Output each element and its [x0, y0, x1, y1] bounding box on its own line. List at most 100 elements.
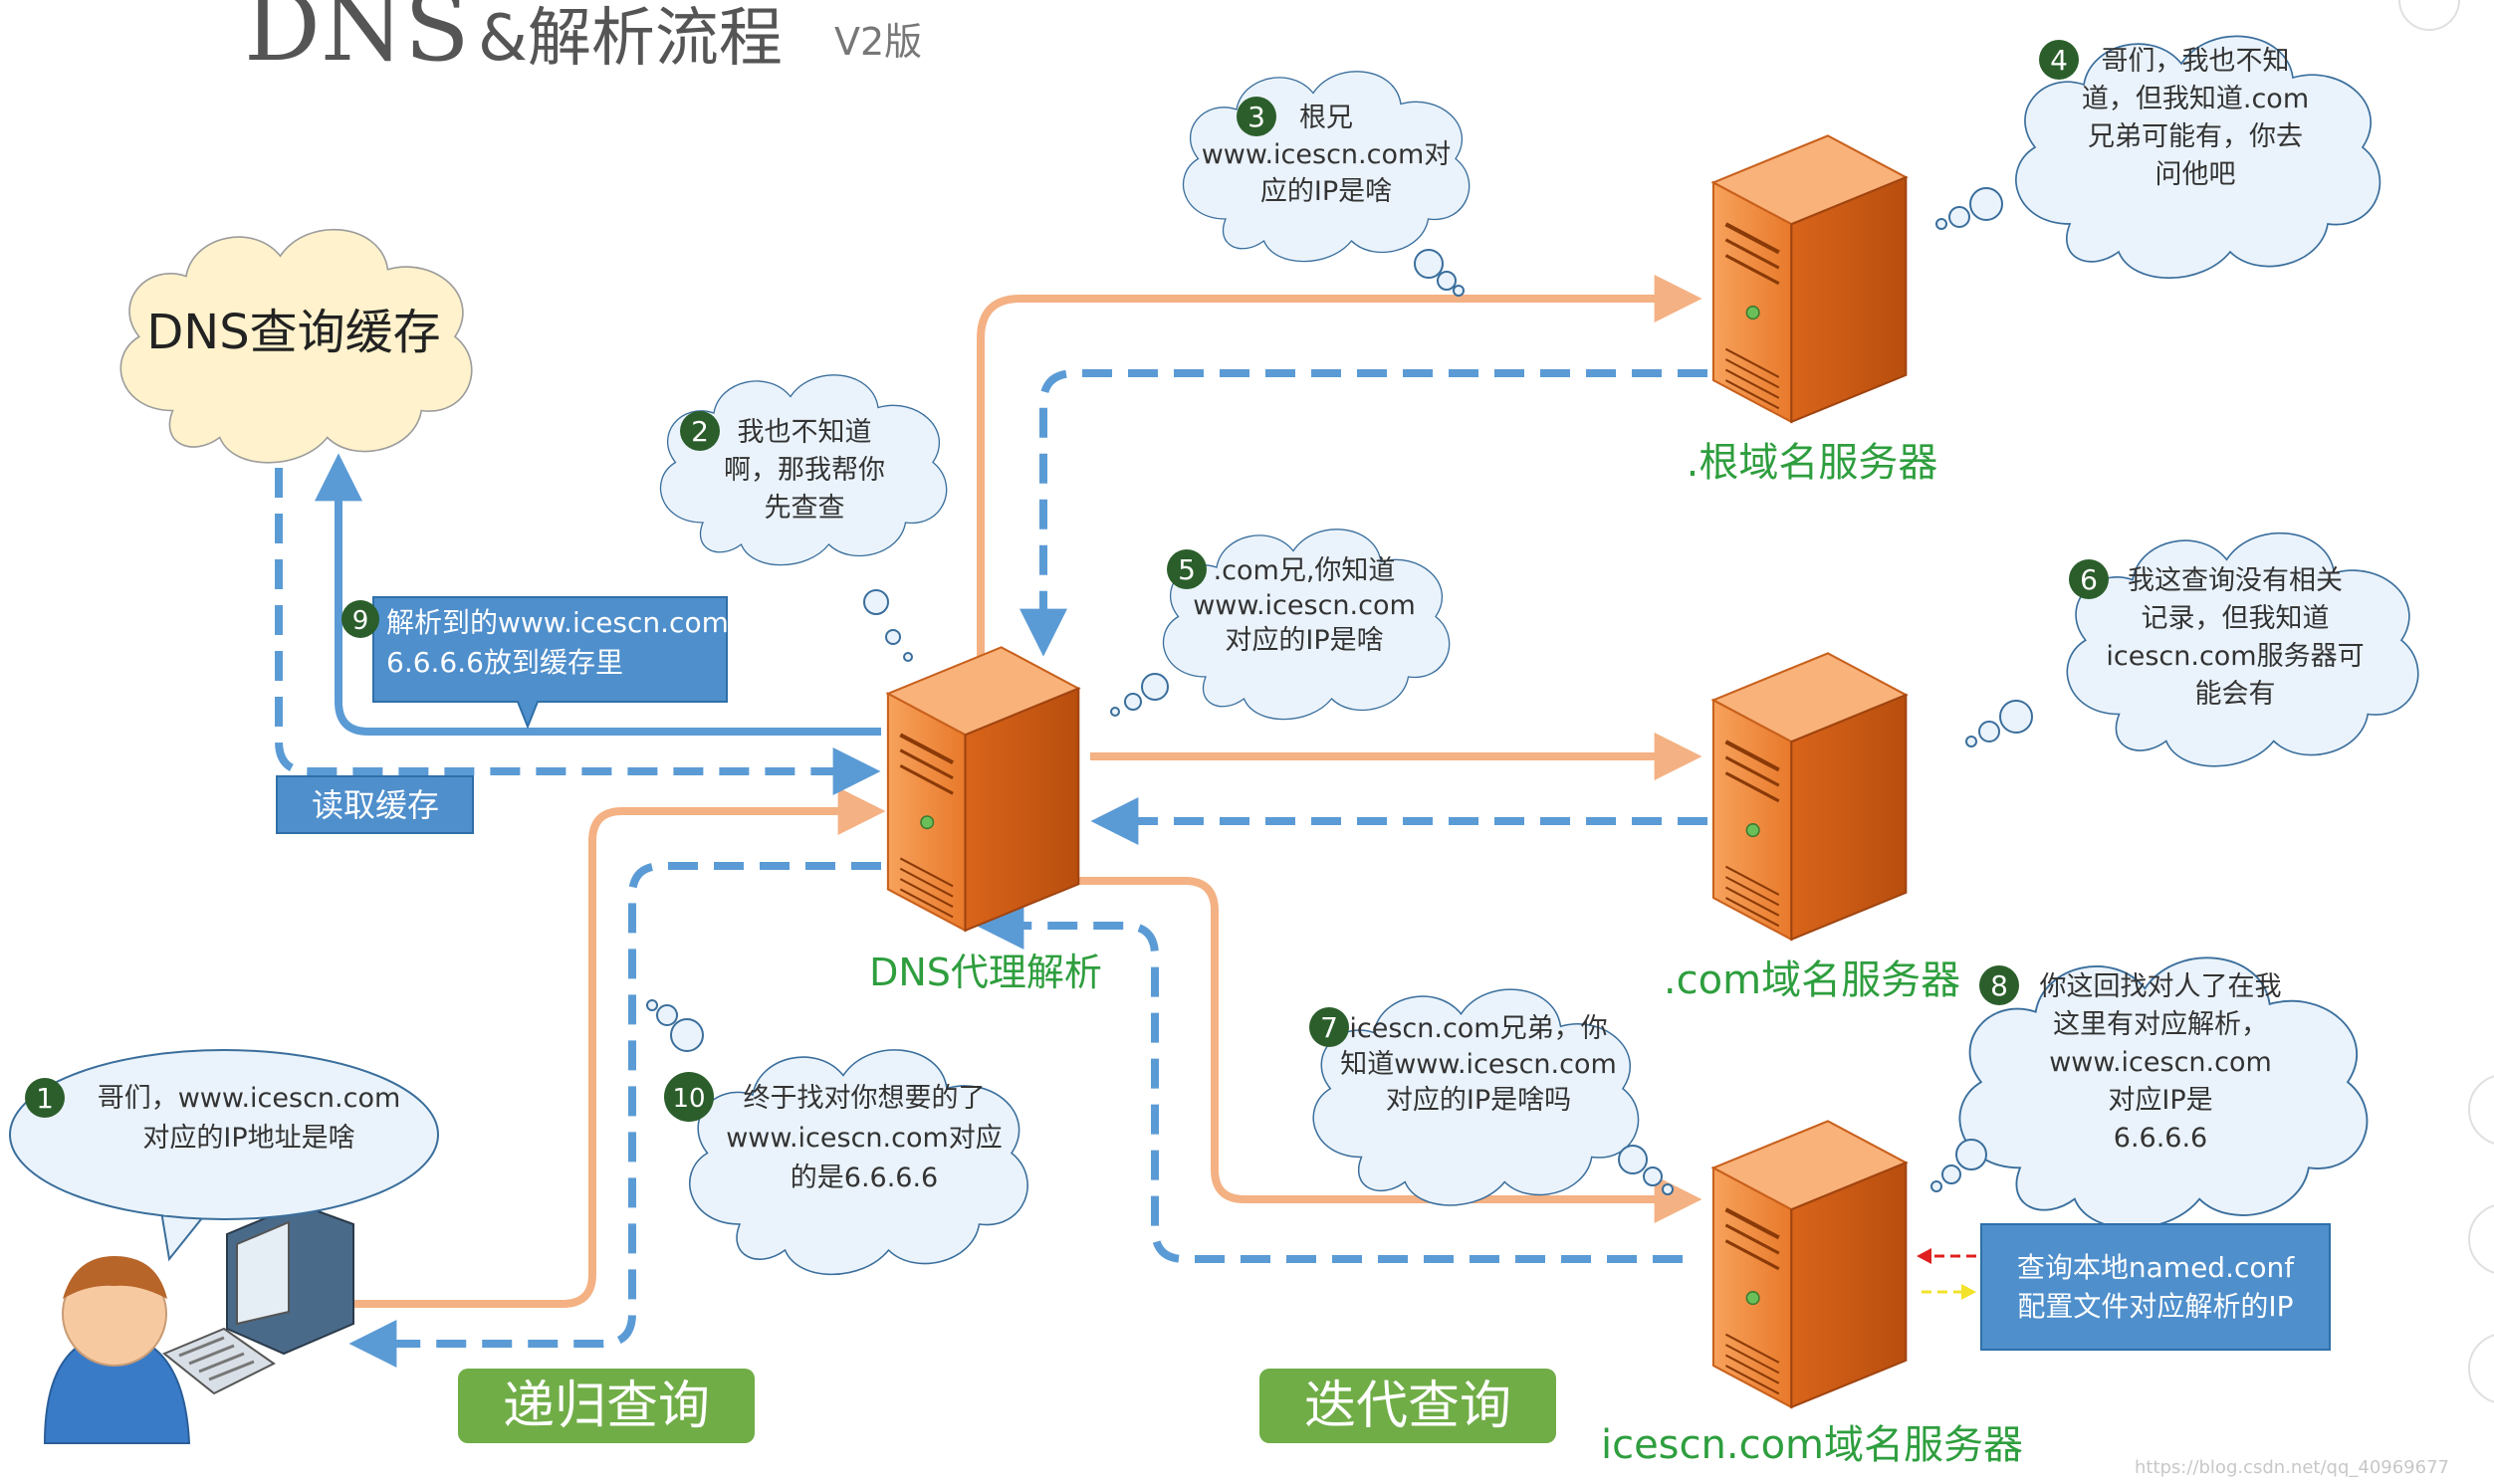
dns-cache-cloud: DNS查询缓存 [119, 228, 473, 464]
arrow-cache-store [315, 453, 881, 736]
bubble-4-line-2: 道，但我知道.com [2082, 84, 2309, 114]
bubble-8-line-4: 对应IP是 [2108, 1085, 2212, 1116]
bubble-8-line-1: 你这回找对人了在我 [2040, 971, 2282, 1002]
label-com: .com域名服务器 [1664, 957, 1960, 1003]
bubble-10 [646, 999, 1029, 1276]
read-cache-label: 读取缓存 [312, 786, 439, 824]
diagram-title: DNS &解析流程 V2版 [244, 0, 922, 83]
cache-store-line-2: 6.6.6.6放到缓存里 [386, 646, 623, 679]
badge-1-num: 1 [36, 1082, 54, 1115]
arrows [275, 275, 1976, 1368]
arrow-root-to-proxy [1020, 369, 1707, 657]
bubble-6-line-1: 我这查询没有相关 [2128, 565, 2343, 596]
badge-9 [341, 600, 379, 638]
badge-6-num: 6 [2080, 563, 2098, 596]
bubble-1 [9, 1049, 439, 1262]
bubble-8-line-2: 这里有对应解析， [2053, 1009, 2268, 1040]
badge-7-num: 7 [1320, 1011, 1338, 1044]
server-icescn [1713, 1121, 1906, 1407]
bubble-1-line-1: 哥们，www.icescn.com [98, 1083, 401, 1114]
callout-read-cache: 读取缓存 [276, 775, 474, 834]
badge-7 [1309, 1007, 1349, 1047]
bubble-10-line-3: 的是6.6.6.6 [791, 1163, 938, 1193]
callout-named-conf: 查询本地named.conf 配置文件对应解析的IP [1980, 1223, 2331, 1351]
title-version: V2版 [834, 20, 922, 64]
badge-5 [1167, 549, 1207, 589]
bubble-5-line-3: 对应的IP是啥 [1225, 625, 1383, 656]
badge-8-num: 8 [1990, 969, 2008, 1002]
badge-3 [1237, 97, 1276, 136]
arrow-proxy-to-root [977, 275, 1702, 657]
badge-8 [1979, 965, 2019, 1005]
bubble-3-line-3: 应的IP是啥 [1260, 176, 1392, 207]
bubble-3-line-2: www.icescn.com对 [1202, 139, 1452, 170]
named-conf-line-2: 配置文件对应解析的IP [2017, 1290, 2293, 1323]
bubble-7-line-1: icescn.com兄弟，你 [1349, 1013, 1607, 1044]
bubble-4-line-4: 问他吧 [2155, 159, 2236, 190]
watermark: https://blog.csdn.net/qq_40969677 [2135, 1457, 2449, 1478]
bubble-8-line-5: 6.6.6.6 [2114, 1123, 2207, 1154]
bubble-8-line-3: www.icescn.com [2049, 1047, 2272, 1078]
edge-decoration [2398, 0, 2494, 1403]
bubble-8 [1930, 956, 2369, 1230]
bubble-2-line-3: 先查查 [765, 493, 845, 524]
badge-1 [25, 1078, 65, 1118]
arrow-proxy-to-icescn [1055, 877, 1702, 1223]
bubble-1-line-2: 对应的IP地址是啥 [142, 1123, 354, 1154]
bubble-5 [1110, 529, 1451, 721]
bubble-6-line-2: 记录，但我知道 [2142, 603, 2330, 634]
client-computer-icon [162, 1202, 354, 1395]
server-proxy [888, 647, 1078, 930]
label-icescn: icescn.com域名服务器 [1601, 1422, 2023, 1468]
badge-4 [2039, 40, 2079, 80]
label-iterative-query: 迭代查询 [1259, 1369, 1556, 1443]
bubble-texts: 1 哥们，www.icescn.com 对应的IP地址是啥 2 我也不知道啊，那我帮你先… [25, 40, 2365, 1193]
bubble-4-line-3: 兄弟可能有，你去 [2088, 121, 2303, 152]
badge-9-num: 9 [352, 606, 369, 636]
badge-10 [664, 1072, 714, 1122]
badge-2-num: 2 [691, 415, 709, 448]
bubble-6-line-4: 能会有 [2195, 679, 2276, 710]
bubble-5-line-1: .com兄,你知道 [1214, 555, 1396, 586]
badge-4-num: 4 [2050, 44, 2068, 77]
bubble-2-line-2: 啊，那我帮你 [724, 455, 885, 486]
bubble-6-line-3: icescn.com服务器可 [2106, 641, 2364, 672]
bubble-7-line-3: 对应的IP是啥吗 [1386, 1085, 1571, 1116]
bubble-10-line-1: 终于找对你想要的了 [744, 1083, 986, 1114]
cache-cloud-label: DNS查询缓存 [146, 305, 440, 360]
bubble-4 [1935, 35, 2381, 280]
title-rest: &解析流程 [478, 2, 783, 76]
bubble-7 [1312, 988, 1674, 1206]
bubble-5-line-2: www.icescn.com [1193, 590, 1416, 621]
server-com [1713, 653, 1906, 940]
arrow-icescn-to-proxy [976, 902, 1683, 1263]
cache-store-line-1: 解析到的www.icescn.com [386, 606, 729, 639]
bubble-6 [1965, 531, 2419, 767]
badge-3-num: 3 [1247, 101, 1265, 133]
label-proxy: DNS代理解析 [869, 951, 1102, 994]
arrow-proxy-to-client [348, 862, 881, 1368]
bubble-10-line-2: www.icescn.com对应 [726, 1123, 1003, 1154]
iterative-label: 迭代查询 [1304, 1377, 1511, 1436]
badge-5-num: 5 [1178, 553, 1196, 586]
bubble-2 [659, 374, 948, 662]
bubble-2-line-1: 我也不知道 [738, 417, 872, 448]
bubble-3 [1182, 71, 1471, 297]
badge-2 [680, 411, 720, 451]
label-root: .根域名服务器 [1687, 440, 1938, 486]
bubble-4-line-1: 哥们，我也不知 [2102, 46, 2290, 77]
title-dns: DNS [244, 0, 470, 83]
named-conf-line-1: 查询本地named.conf [2017, 1251, 2295, 1284]
bubble-3-line-1: 根兄 [1299, 103, 1353, 133]
callout-cache-store: 9 解析到的www.icescn.com 6.6.6.6放到缓存里 [341, 596, 729, 730]
arrow-client-to-proxy [353, 787, 886, 1308]
bubble-7-line-2: 知道www.icescn.com [1340, 1049, 1617, 1080]
client-user-icon [43, 1256, 191, 1444]
arrow-cache-read [275, 468, 881, 795]
badge-10-num: 10 [672, 1084, 705, 1114]
badge-6 [2069, 559, 2109, 599]
label-recursive-query: 递归查询 [458, 1369, 755, 1443]
server-root [1713, 135, 1906, 422]
recursive-label: 递归查询 [503, 1377, 710, 1436]
